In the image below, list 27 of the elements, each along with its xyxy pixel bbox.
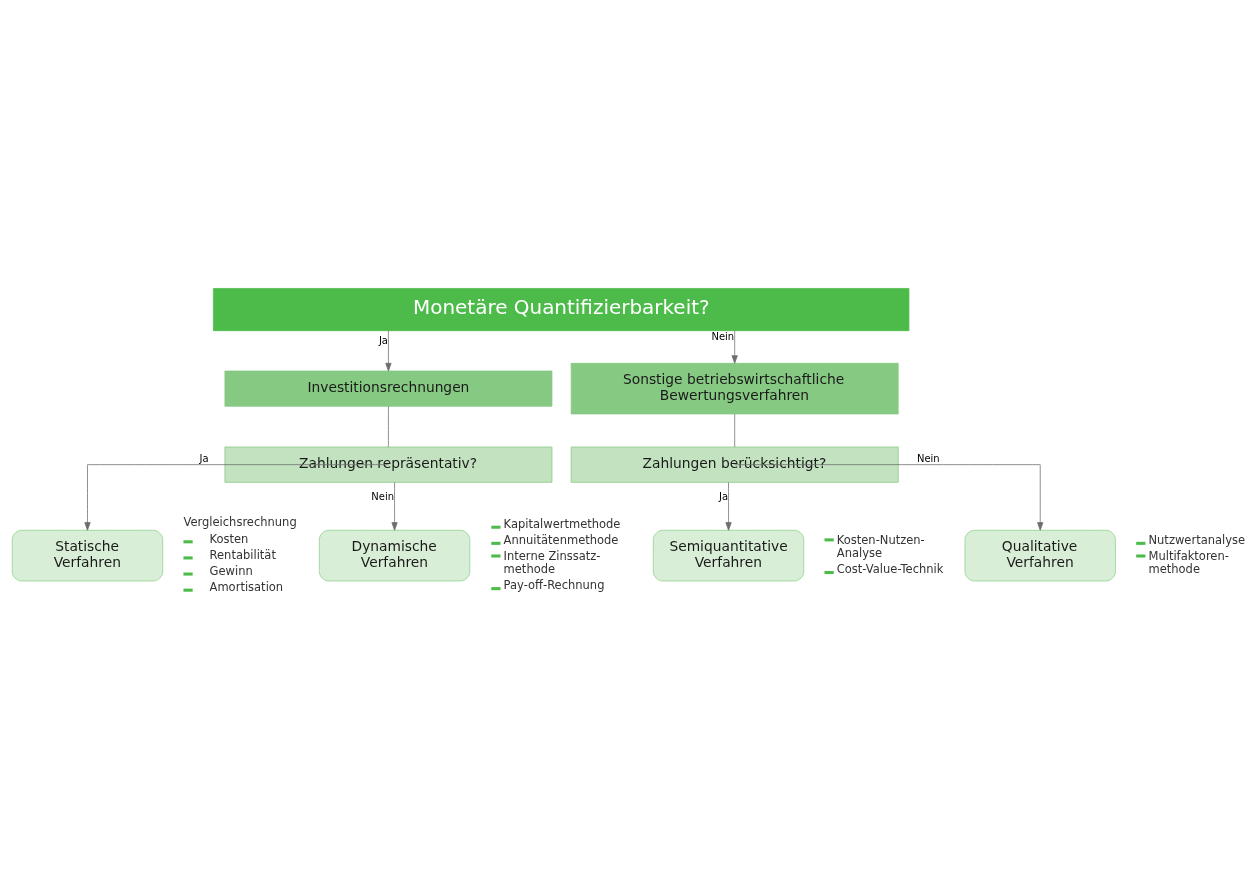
arrow — [731, 329, 738, 364]
node-label: Kosten-Nutzen- Analyse — [836, 532, 925, 560]
arrow — [391, 481, 398, 531]
node-label: Interne Zinssatz- methode — [503, 548, 601, 576]
edge-label: Ja — [719, 490, 729, 502]
arrow — [385, 329, 392, 371]
edge-label: Nein — [916, 452, 940, 464]
arrow — [734, 463, 1044, 531]
node-label: Kapitalwertmethode — [503, 516, 621, 531]
node-label: Gewinn — [209, 563, 253, 578]
connector — [388, 405, 389, 447]
node-label: Multifaktoren- methode — [1148, 548, 1229, 576]
arrow — [725, 481, 732, 531]
node-label: Nutzwertanalyse — [1148, 532, 1246, 547]
arrow — [84, 463, 389, 531]
node-label: Cost-Value-Technik — [836, 561, 944, 576]
edge-label: Ja — [199, 452, 209, 464]
node-label: Rentabilität — [209, 547, 276, 562]
node-label: Pay-off-Rechnung — [503, 577, 605, 592]
node-label: Kosten — [209, 531, 249, 546]
connector — [734, 413, 736, 447]
node-label: Vergleichsrechnung — [183, 514, 297, 529]
edge-label: Ja — [378, 334, 388, 346]
edge-label: Nein — [371, 490, 395, 502]
node-label: Amortisation — [209, 579, 284, 594]
node-label: Annuitätenmethode — [503, 532, 619, 547]
edge-label: Nein — [711, 330, 735, 342]
